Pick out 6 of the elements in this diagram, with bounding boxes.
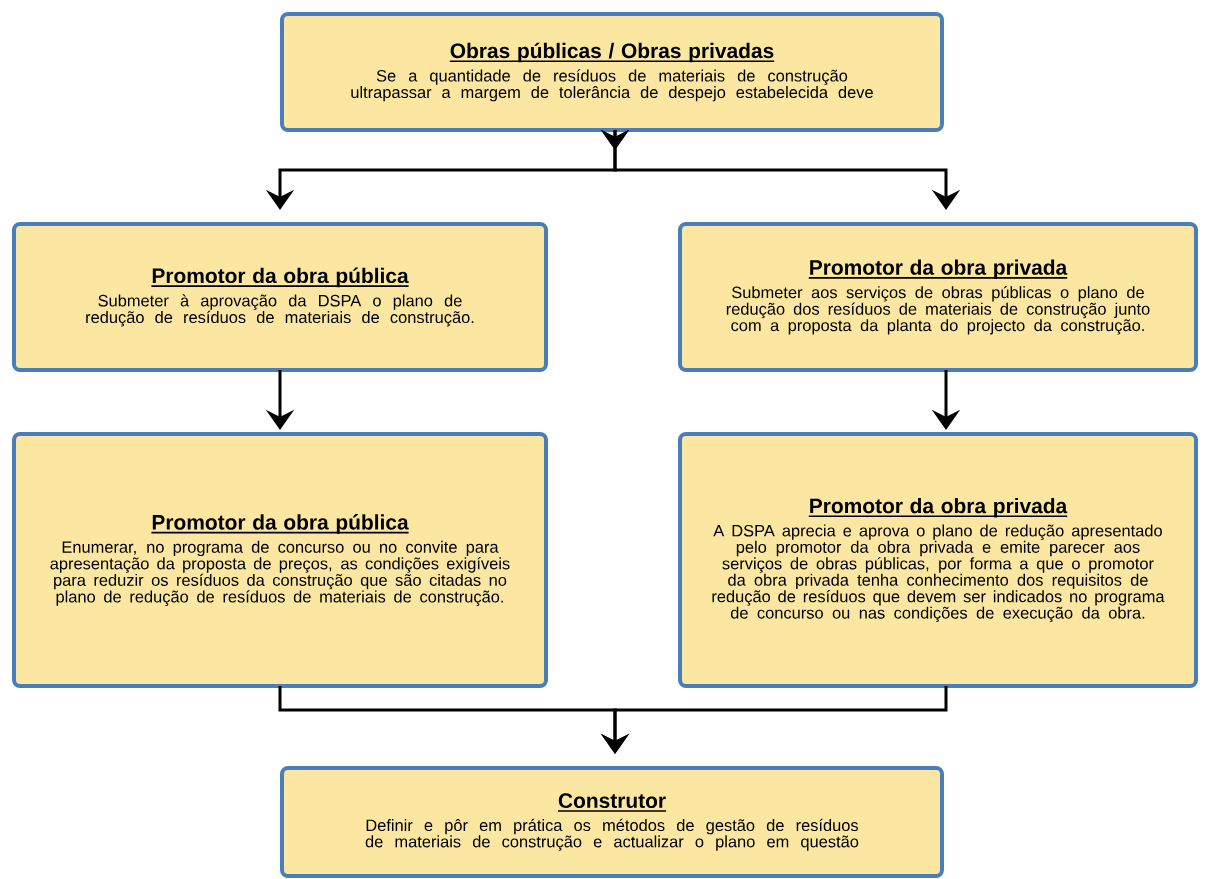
process-box: Construtor Definir e pôr em prática os métodos de gestão de resíduos de materiais de construção e actualizar o plano em questão xyxy=(280,766,944,878)
process-box: Promotor da obra privada A DSPA aprecia e aprova o plano de redução apresentado pelo promotor da obra privada e emite parecer aos serviços de obras públicas, por forma a que o promotor da obra privada tenha conhecimento dos requisitos de redução de resíduos que devem ser indicados no programa de concurso ou nas condições de execução da obra. xyxy=(678,432,1198,688)
process-box: Promotor da obra pública Enumerar, no programa de concurso ou no convite para apresentação da proposta de preços, as condições exigíveis para reduzir os resíduos da construção que são citadas no plano de redução de resíduos de materiais de construção. xyxy=(12,432,548,688)
process-box: Promotor da obra pública Submeter à aprovação da DSPA o plano de redução de resíduos de materiais de construção. xyxy=(12,222,548,372)
process-box: Obras públicas / Obras privadas Se a quantidade de resíduos de materiais de construção ultrapassar a margem de tolerância de despejo estabelecida deve xyxy=(280,12,944,132)
process-box: Promotor da obra privada Submeter aos serviços de obras públicas o plano de redução dos resíduos de materiais de construção junto com a proposta da planta do projecto da construção. xyxy=(678,222,1198,372)
